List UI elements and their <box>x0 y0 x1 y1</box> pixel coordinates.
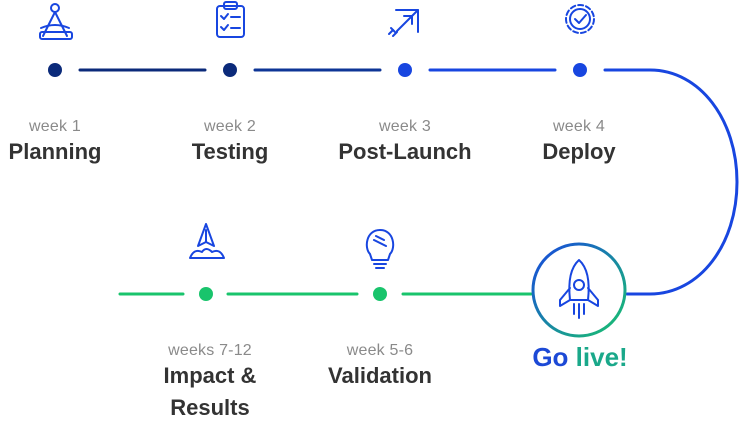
gear-check-icon <box>565 4 595 34</box>
step-validation: week 5-6 Validation <box>328 342 432 392</box>
step-week: week 5-6 <box>346 342 414 359</box>
step-week: week 4 <box>553 118 605 135</box>
step-title: Planning <box>8 139 102 164</box>
go-live-label: Go live! <box>532 342 627 373</box>
arrow-launch-icon <box>388 9 419 37</box>
milestone-dot <box>373 287 387 301</box>
step-impact-results: weeks 7-12 Impact & Results <box>164 342 257 424</box>
step-week: week 2 <box>204 118 256 135</box>
step-title-line2: Results <box>170 395 250 420</box>
rocket-icon <box>559 259 599 319</box>
drafting-compass-icon <box>39 3 73 40</box>
milestone-dot <box>223 63 237 77</box>
step-week: week 1 <box>29 118 81 135</box>
step-planning: week 1 Planning <box>9 118 102 168</box>
step-testing: week 2 Testing <box>192 118 269 168</box>
lightbulb-icon <box>365 229 395 269</box>
go-live-word2: live! <box>575 342 628 372</box>
clipboard-checklist-icon <box>216 1 245 38</box>
step-title-line1: Impact & <box>163 363 257 388</box>
step-week: weeks 7-12 <box>168 342 252 359</box>
milestone-dot <box>398 63 412 77</box>
milestone-dot <box>199 287 213 301</box>
top-connector-lines <box>78 68 739 296</box>
go-live-word1: Go <box>532 342 569 372</box>
milestone-dot <box>48 63 62 77</box>
paper-plane-icon <box>189 223 225 259</box>
step-title: Validation <box>328 363 432 388</box>
step-title: Testing <box>191 139 269 164</box>
curved-connector-line <box>603 68 739 296</box>
milestone-dot <box>573 63 587 77</box>
step-week: week 3 <box>379 118 431 135</box>
step-title: Post-Launch <box>338 139 472 164</box>
step-deploy: week 4 Deploy <box>542 118 615 168</box>
step-post-launch: week 3 Post-Launch <box>338 118 471 168</box>
step-title: Deploy <box>542 139 616 164</box>
